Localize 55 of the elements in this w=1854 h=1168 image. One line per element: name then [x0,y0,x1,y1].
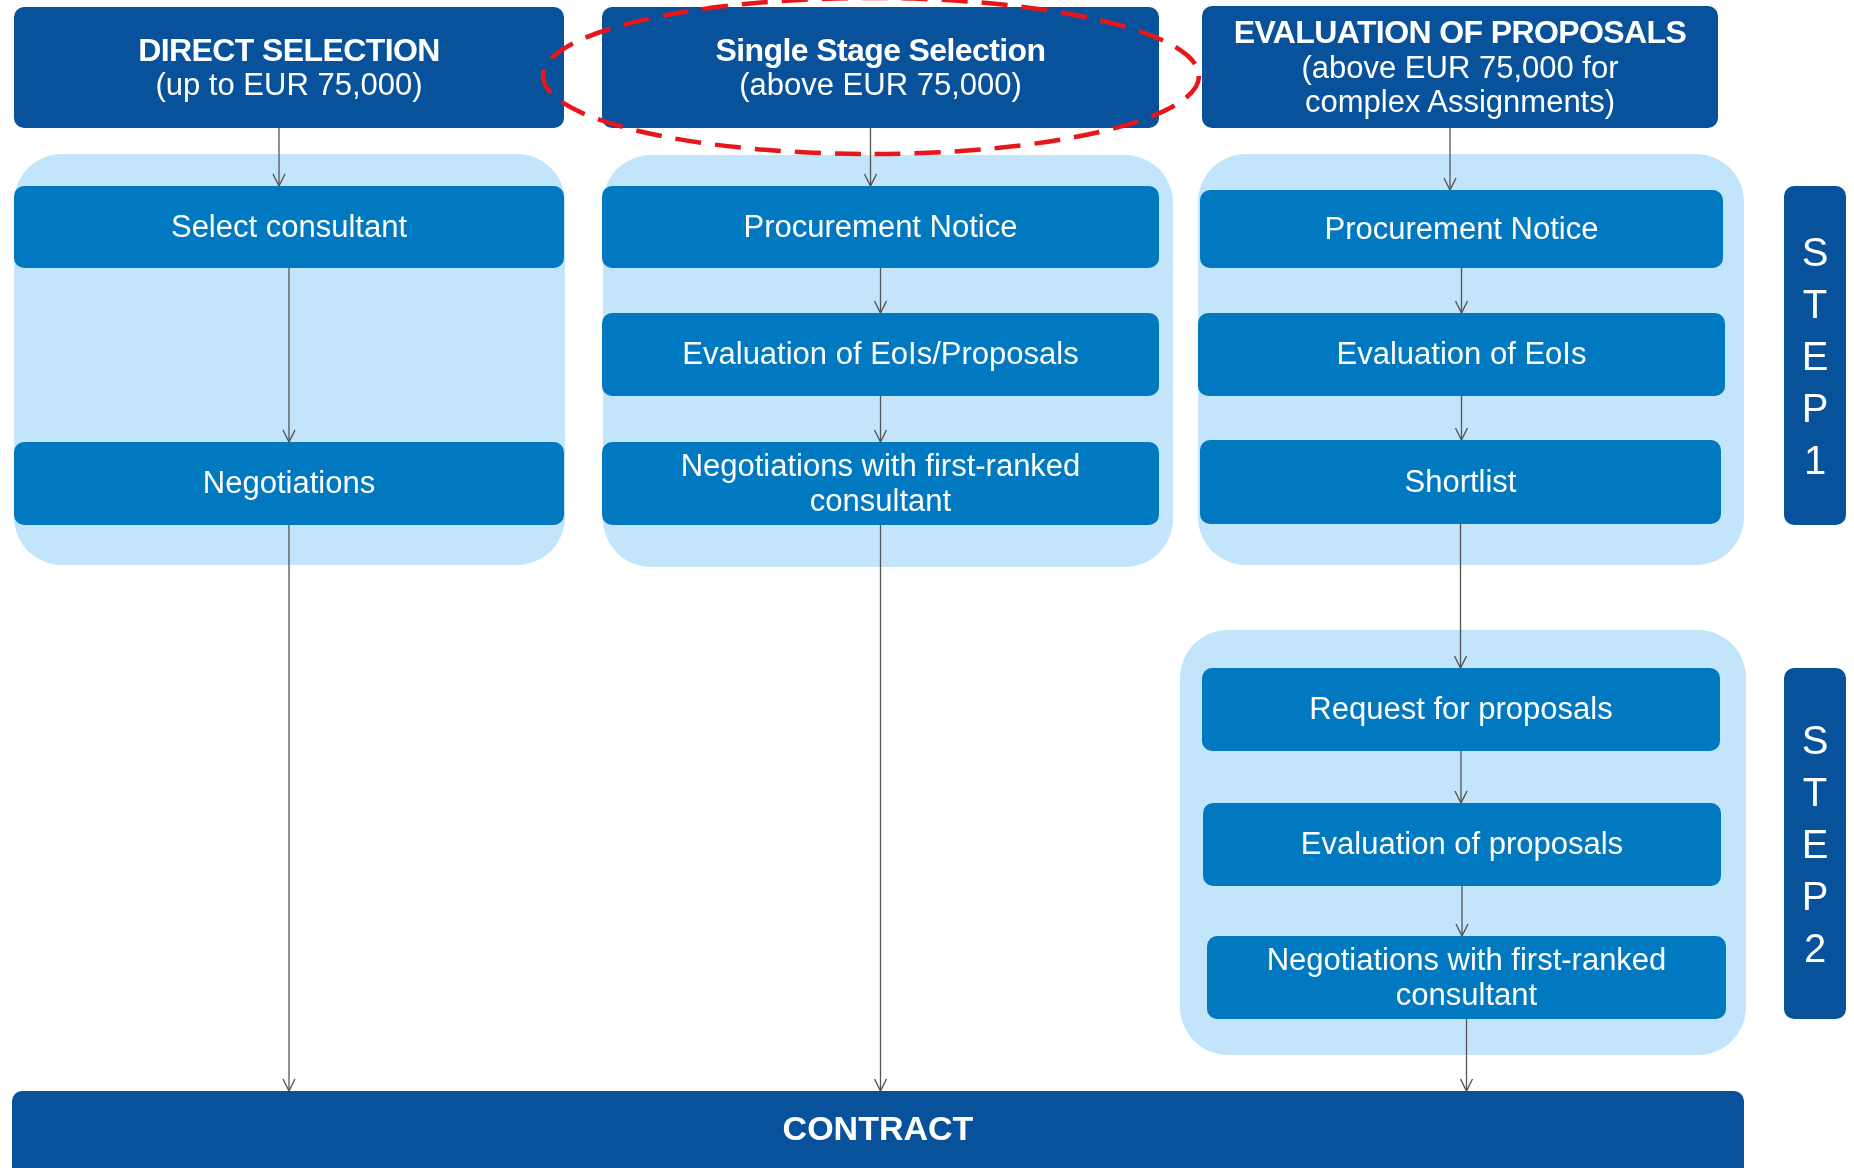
box-title: EVALUATION OF PROPOSALS [1233,15,1687,51]
step-label: STEP 2 [1800,716,1830,972]
box-title: CONTRACT [782,1110,974,1148]
step-bar [1784,668,1846,1019]
process-box [1200,190,1723,268]
arrow [1454,395,1469,441]
box-title: Procurement Notice [1324,211,1599,247]
process-box [602,313,1159,396]
box-title: Negotiations with first-ranked consultant [679,449,1082,518]
group-panel [14,154,565,565]
box-title: Procurement Notice [743,209,1018,245]
box-title: Evaluation of proposals [1300,827,1624,862]
arrow [282,267,296,443]
arrow [272,127,286,187]
arrow [863,127,878,187]
group-panel [1198,154,1744,565]
arrow [1455,885,1469,937]
box-subtitle: (above EUR 75,000) [739,68,1022,103]
arrow [1453,523,1468,669]
box-title: Negotiations [202,466,376,501]
header-box [1202,6,1718,128]
process-box [1202,668,1720,751]
process-box [602,186,1159,268]
contract-bar [12,1091,1744,1168]
box-title: Evaluation of EoIs/Proposals [682,337,1079,372]
box-title: Request for proposals [1309,692,1613,727]
box-title: Evaluation of EoIs [1336,337,1587,372]
step-bar [1784,186,1846,525]
box-title: Negotiations with first-ranked consultant [1265,943,1668,1012]
box-title: Select consultant [170,209,408,245]
step-label: STEP 1 [1800,228,1830,484]
process-box [602,442,1159,525]
process-box [1198,313,1725,396]
arrow [873,524,888,1092]
process-box [1203,803,1721,886]
arrow [1459,1018,1474,1092]
arrow [1454,750,1468,804]
box-subtitle: (above EUR 75,000 for complex Assignments) [1300,50,1620,119]
arrow [1443,127,1457,191]
header-box [602,7,1159,128]
box-title: Shortlist [1404,464,1517,500]
arrow [873,395,888,443]
arrow [1454,267,1469,314]
arrow [282,524,296,1092]
box-subtitle: (up to EUR 75,000) [155,68,423,103]
process-box [14,186,564,268]
process-box [14,442,564,525]
process-box [1200,440,1721,524]
group-panel [1180,630,1746,1055]
header-box [14,7,564,128]
box-title: Single Stage Selection [715,32,1046,69]
box-title: DIRECT SELECTION [138,32,440,69]
arrow [873,267,888,314]
group-panel [603,155,1173,567]
process-box [1207,936,1726,1019]
